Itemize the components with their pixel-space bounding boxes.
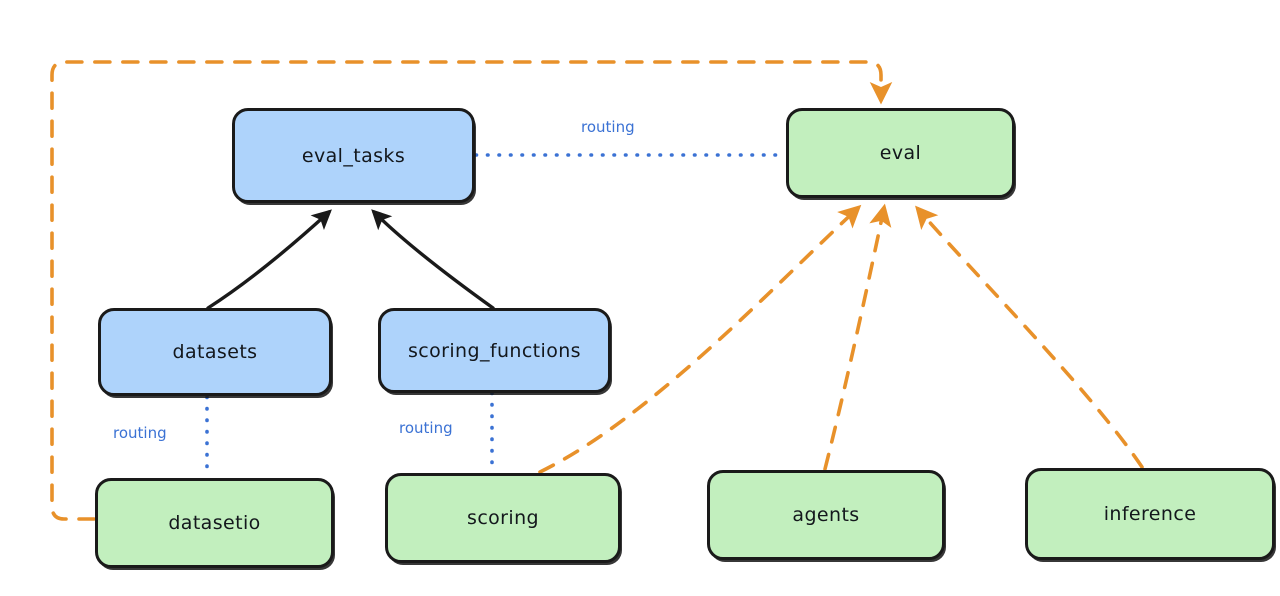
edge-label-routing-scoring: routing — [396, 419, 456, 437]
node-label-inference: inference — [1103, 503, 1197, 525]
node-eval[interactable]: eval — [786, 108, 1015, 198]
edge-datasetio-to-eval — [50, 60, 893, 521]
node-inference[interactable]: inference — [1025, 468, 1275, 560]
edge-scoring-functions-to-eval-tasks — [371, 209, 495, 310]
node-label-scoring-functions: scoring_functions — [408, 339, 581, 362]
node-scoring-functions[interactable]: scoring_functions — [378, 308, 611, 393]
edge-datasets-to-eval-tasks — [206, 209, 332, 310]
node-label-datasetio: datasetio — [168, 512, 261, 534]
node-label-scoring: scoring — [467, 507, 539, 529]
node-label-eval-tasks: eval_tasks — [301, 144, 406, 167]
edge-label-routing-eval: routing — [578, 118, 638, 136]
edge-inference-to-eval — [915, 205, 1144, 469]
edge-label-routing-datasetio: routing — [110, 424, 170, 442]
edge-scoring-to-eval — [538, 204, 862, 474]
node-datasets[interactable]: datasets — [98, 308, 332, 396]
edge-agents-to-eval — [823, 203, 892, 471]
node-eval-tasks[interactable]: eval_tasks — [232, 108, 475, 203]
node-label-agents: agents — [792, 504, 860, 526]
node-datasetio[interactable]: datasetio — [95, 478, 334, 568]
node-label-datasets: datasets — [172, 341, 258, 363]
node-scoring[interactable]: scoring — [385, 473, 621, 563]
node-label-eval: eval — [879, 142, 922, 164]
node-agents[interactable]: agents — [707, 470, 945, 560]
